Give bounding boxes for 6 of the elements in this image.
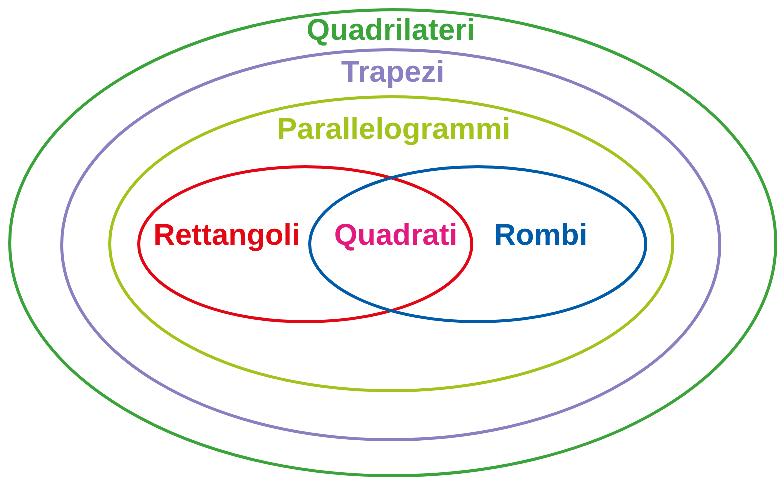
set-label: Rombi (494, 219, 588, 253)
intersection-label: Quadrati (334, 219, 458, 253)
set-label: Rettangoli (154, 219, 300, 253)
set-label: Quadrilateri (306, 14, 476, 48)
set-label: Parallelogrammi (277, 113, 511, 147)
set-label: Trapezi (341, 56, 445, 90)
